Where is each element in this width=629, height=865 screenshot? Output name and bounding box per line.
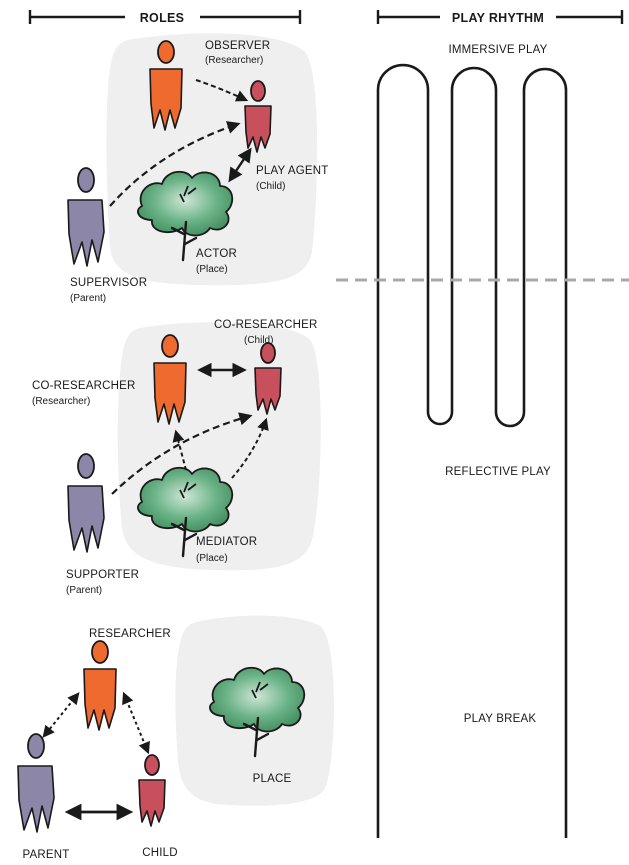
supporter-to-child-arrow [111, 412, 253, 495]
supervisor-to-agent-arrow [109, 121, 241, 207]
co-researcher-child-sub: (Child) [244, 335, 273, 346]
co-researcher-researcher-label: CO-RESEARCHER [32, 380, 136, 392]
actor-agent-arrow [228, 147, 252, 183]
immersive-play-label: IMMERSIVE PLAY [448, 44, 547, 56]
play-rhythm-line [376, 63, 568, 838]
supporter-sub: (Parent) [66, 585, 102, 596]
supervisor-figure [67, 167, 105, 267]
play-rhythm: IMMERSIVE PLAY REFLECTIVE PLAY PLAY BREA… [336, 44, 629, 838]
play-break-label: PLAY BREAK [464, 713, 537, 725]
supporter-figure [67, 453, 105, 553]
co-researcher-child-label: CO-RESEARCHER [214, 319, 318, 331]
parent-label: PARENT [23, 849, 70, 861]
supervisor-sub: (Parent) [70, 293, 106, 304]
co-researcher-researcher-sub: (Researcher) [32, 396, 90, 407]
play-agent-label: PLAY AGENT [256, 165, 329, 177]
play-rhythm-header-label: PLAY RHYTHM [452, 11, 544, 25]
researcher-figure [83, 640, 117, 731]
researcher-parent-arrow [42, 692, 80, 738]
child-figure [138, 754, 166, 827]
panel-3-roles: RESEARCHER PARENT CHILD PLACE [17, 615, 334, 861]
mediator-label: MEDIATOR [196, 536, 257, 548]
panel-2-roles: CO-RESEARCHER (Child) CO-RESEARCHER (Res… [32, 319, 321, 596]
play-rhythm-header: PLAY RHYTHM [376, 10, 624, 25]
researcher-label: RESEARCHER [89, 628, 171, 640]
actor-label: ACTOR [196, 248, 237, 260]
place-label: PLACE [253, 773, 292, 785]
panel-2-background [117, 322, 321, 571]
actor-sub: (Place) [196, 264, 228, 275]
mediator-sub: (Place) [196, 553, 228, 564]
roles-header-label: ROLES [140, 11, 185, 25]
observer-label: OBSERVER [205, 40, 270, 52]
reflective-play-label: REFLECTIVE PLAY [445, 466, 551, 478]
play-agent-sub: (Child) [256, 181, 285, 192]
supporter-label: SUPPORTER [66, 569, 139, 581]
supervisor-label: SUPERVISOR [70, 277, 147, 289]
parent-figure [17, 733, 55, 833]
observer-to-agent-arrow [195, 79, 249, 102]
roles-header: ROLES [28, 10, 302, 25]
mediator-to-child-arrow [231, 417, 269, 479]
researcher-child-arrow [122, 691, 150, 755]
child-label: CHILD [142, 847, 178, 859]
observer-sub: (Researcher) [205, 55, 263, 66]
panel-1-roles: OBSERVER (Researcher) PLAY AGENT (Child)… [67, 33, 329, 304]
